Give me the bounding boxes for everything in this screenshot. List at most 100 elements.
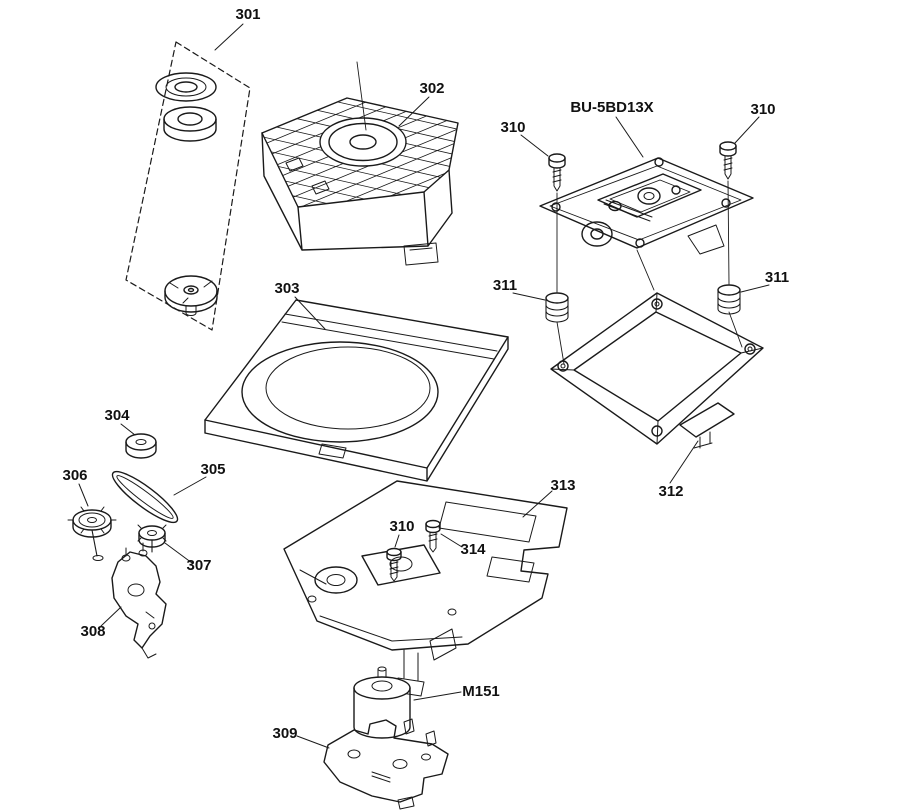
leader-310-middle <box>394 534 400 548</box>
pulley-thickness <box>125 441 157 459</box>
leader-306 <box>78 483 89 507</box>
part-labels: 301 302 BU-5BD13X 310 310 311 311 303 30… <box>62 6 789 742</box>
label-304: 304 <box>104 407 130 424</box>
part-motor-m151 <box>353 666 411 739</box>
gear-hole <box>87 517 97 523</box>
chassis-cutout-2 <box>486 556 535 583</box>
washer-top-hole <box>174 81 198 93</box>
gear-teeth <box>137 524 167 542</box>
gear-hole <box>147 530 157 536</box>
chassis-hole-2 <box>447 608 457 616</box>
motor-shaft-tip <box>377 666 387 672</box>
bracket-detail-circle <box>148 622 156 630</box>
screw-head-top <box>425 519 441 529</box>
screw-shaft <box>389 559 399 582</box>
leader-302 <box>398 96 430 127</box>
screw-head-side <box>386 551 402 562</box>
gear-outer <box>138 525 166 541</box>
tray-disc-recess-outer <box>241 341 439 443</box>
hub-notches <box>169 280 213 304</box>
frame-boss-3-hole <box>747 346 753 352</box>
part-311-damper-right <box>717 284 741 315</box>
leader-308 <box>100 606 122 627</box>
label-306: 306 <box>62 467 87 484</box>
washer-bottom-hole <box>177 112 203 126</box>
pickup-post-3 <box>654 157 664 167</box>
cover-vent-hole-2 <box>311 180 330 195</box>
chassis-outline <box>283 480 568 651</box>
screw-shaft <box>428 531 438 553</box>
label-302: 302 <box>419 80 444 97</box>
part-314-screw <box>425 519 441 553</box>
hub-shaft <box>185 305 197 316</box>
part-304-pulley <box>125 433 157 459</box>
leader-pickup <box>615 116 644 158</box>
tray-thickness <box>204 336 509 482</box>
part-310-screw-right <box>719 141 737 180</box>
tray-rear-strip <box>281 313 498 360</box>
assembly-axis-center <box>636 249 655 291</box>
bracket-hole <box>127 583 145 597</box>
label-314: 314 <box>460 541 486 558</box>
assembly-axis-left <box>556 192 565 365</box>
pulley-top <box>125 433 157 451</box>
leader-313 <box>522 490 553 518</box>
hub-center-dot <box>187 287 195 293</box>
frame-bracket-tab <box>679 402 735 438</box>
spring-coils <box>717 289 741 315</box>
label-m151: M151 <box>462 683 500 700</box>
pickup-connector-tab <box>687 224 725 255</box>
screw-shaft <box>552 167 562 192</box>
bracket-outline <box>111 551 167 649</box>
label-305: 305 <box>200 461 225 478</box>
frame-boss-2-hole <box>654 301 660 307</box>
leader-303 <box>294 296 326 330</box>
label-313: 313 <box>550 477 575 494</box>
frame-boss-2 <box>651 298 663 310</box>
frame-boss-4 <box>651 425 663 437</box>
chassis-platform <box>361 544 441 586</box>
part-pickup-unit-bu5bd13x <box>539 157 754 255</box>
leader-301 <box>214 23 244 51</box>
bracket-foot-tab <box>397 796 415 810</box>
screw-head-side <box>425 523 441 534</box>
dashed-boundary-box <box>125 41 251 331</box>
part-308-bracket <box>111 542 167 659</box>
part-301-hub-assembly <box>125 41 251 331</box>
frame-tab-feet <box>693 431 713 449</box>
chassis-front-inner-line <box>319 615 463 642</box>
part-311-damper-left <box>545 292 569 323</box>
leader-304 <box>120 423 136 436</box>
cover-clamper-hole-inner <box>328 122 398 162</box>
chassis-motor-boss <box>314 566 358 594</box>
label-311-right: 311 <box>765 269 789 286</box>
gear-ring <box>78 512 106 528</box>
pickup-sled-inner <box>609 179 691 213</box>
pickup-motor-outer <box>581 221 613 247</box>
chassis-detail-line <box>299 569 327 585</box>
washer-top-outer <box>155 72 217 102</box>
leader-310-right <box>734 116 760 144</box>
screw-head-top <box>548 153 566 163</box>
label-308: 308 <box>80 623 105 640</box>
frame-outer <box>550 292 764 445</box>
pulley-hole <box>135 439 147 445</box>
pickup-motor-inner <box>590 228 604 240</box>
chassis-motor-boss-hole <box>326 574 346 586</box>
label-310-right: 310 <box>750 101 775 118</box>
part-310-screw-left <box>548 153 566 192</box>
bracket-outline <box>323 719 449 803</box>
pickup-detail-circle <box>671 185 681 195</box>
leader-310-left <box>520 134 549 157</box>
label-301: 301 <box>235 6 260 23</box>
chassis-hole-1 <box>307 595 317 603</box>
gear-shaft <box>91 529 98 557</box>
belt-inner <box>116 475 174 519</box>
label-312: 312 <box>658 483 683 500</box>
cover-bottom-tab <box>403 242 439 266</box>
label-pickup-model: BU-5BD13X <box>570 99 653 116</box>
leader-m151 <box>413 691 462 701</box>
part-306-pulley-gear <box>67 506 117 561</box>
